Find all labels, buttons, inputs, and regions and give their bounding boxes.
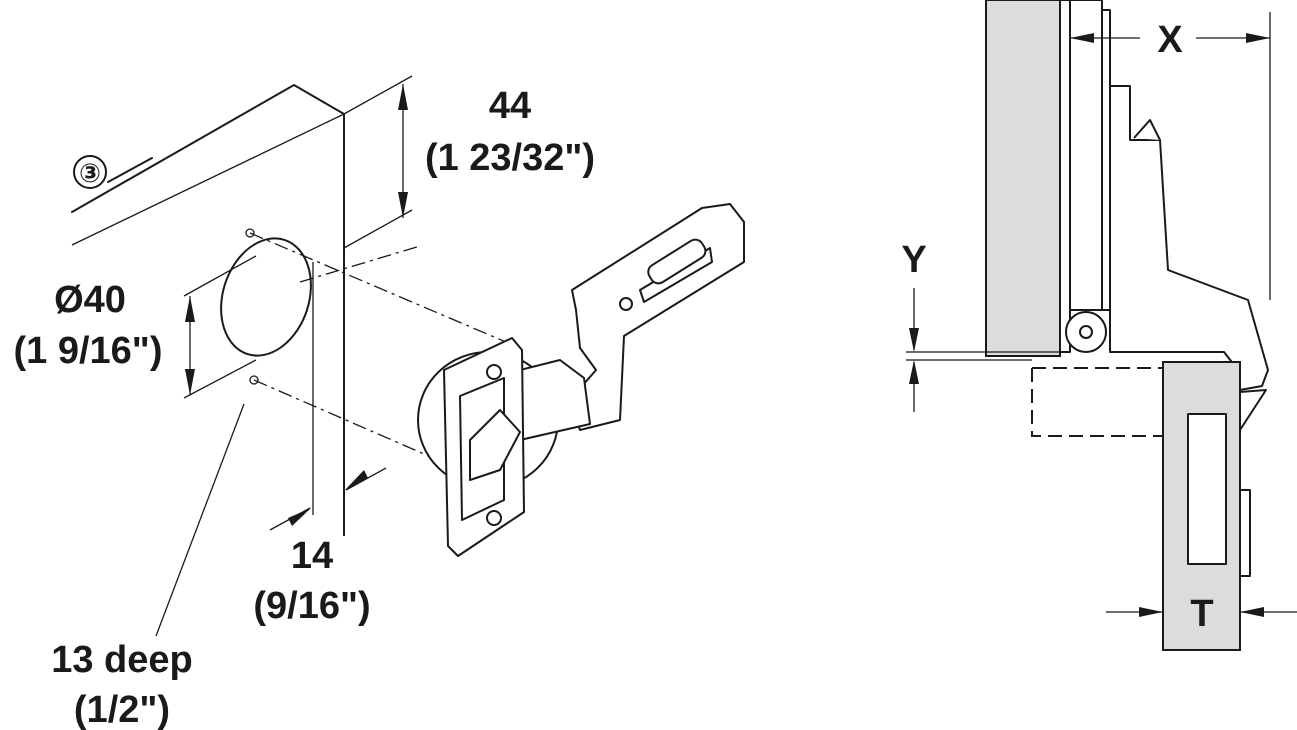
dimension-diameter [183, 255, 257, 399]
dim-44-imperial: (1 23/32") [425, 137, 595, 179]
side-panel [985, 0, 1061, 357]
dim-14-metric: 14 [291, 535, 333, 577]
dimension-t [1106, 607, 1297, 617]
dim-depth-imperial: (1/2") [74, 689, 170, 730]
label-x: X [1157, 19, 1183, 61]
dimension-14 [269, 467, 387, 531]
dimension-44 [343, 75, 413, 249]
hinge-perspective [417, 203, 745, 557]
dim-depth-metric: 13 deep [51, 639, 193, 681]
dim-44-metric: 44 [489, 85, 531, 127]
label-t: T [1190, 593, 1213, 635]
item-marker-text: ③ [79, 158, 101, 188]
hinge-section [985, 0, 1269, 651]
dimension-y [906, 288, 1062, 412]
dimension-x [1069, 0, 1271, 300]
label-y: Y [901, 239, 926, 281]
dim-diameter-imperial: (1 9/16") [14, 330, 163, 372]
door-panel [71, 84, 345, 536]
item-marker: ③ [73, 155, 153, 189]
dim-14-imperial: (9/16") [253, 585, 370, 627]
depth-leader-line [155, 403, 245, 637]
dim-diameter-metric: Ø40 [54, 279, 126, 321]
